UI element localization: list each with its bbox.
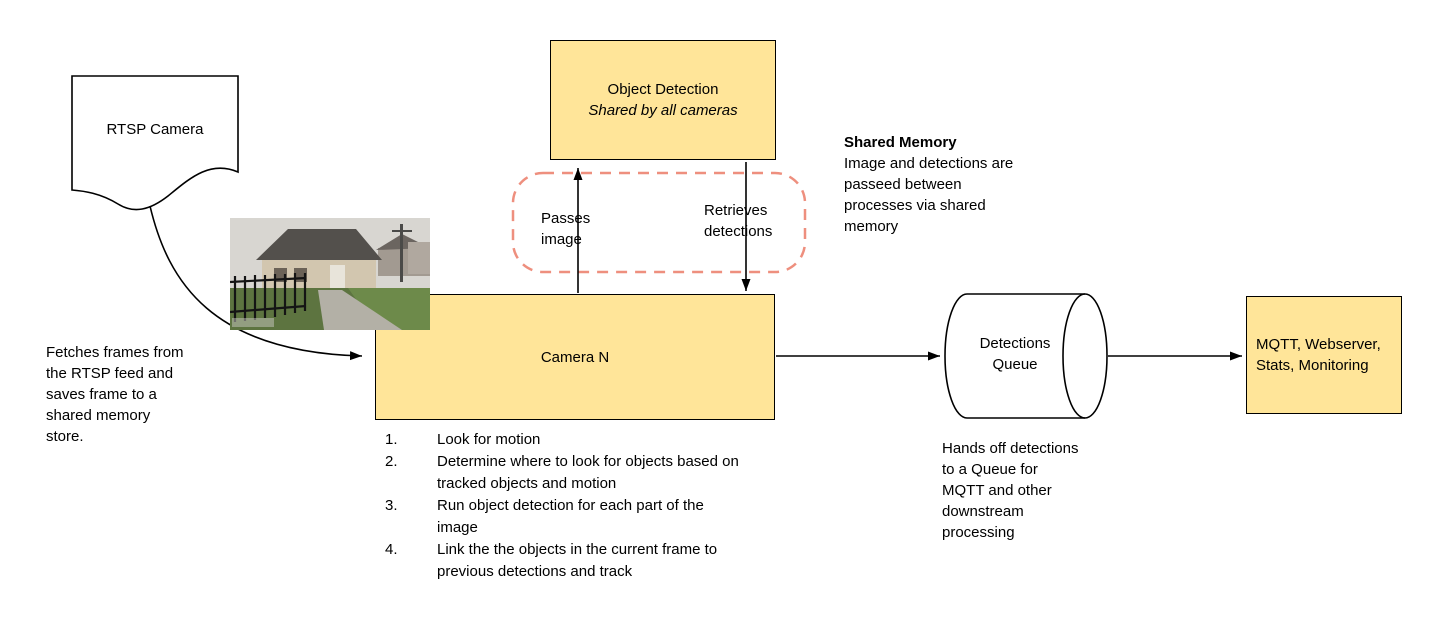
rtsp-to-camera-arrow bbox=[149, 205, 363, 361]
step-text: Determine where to look for objects base… bbox=[437, 453, 739, 492]
retrieves-detections-label: Retrieves detections bbox=[704, 202, 773, 240]
camera-n-box: Camera N bbox=[375, 294, 775, 420]
list-item: 2. Determine where to look for objects b… bbox=[385, 451, 742, 495]
step-number: 3. bbox=[385, 497, 398, 514]
step-text: Look for motion bbox=[437, 431, 541, 448]
shared-memory-note: Shared Memory Image and detections are p… bbox=[844, 132, 1022, 237]
object-detection-subtitle: Shared by all cameras bbox=[588, 102, 738, 119]
step-text: Link the the objects in the current fram… bbox=[437, 541, 718, 580]
camera-n-label: Camera N bbox=[540, 348, 610, 366]
fetch-note: Fetches frames from the RTSP feed and sa… bbox=[46, 344, 184, 445]
detections-queue-face-edge bbox=[1062, 293, 1086, 419]
detections-queue-label: Detections Queue bbox=[979, 335, 1051, 373]
queue-note: Hands off detections to a Queue for MQTT… bbox=[942, 440, 1079, 541]
object-detection-box: Object Detection Shared by all cameras bbox=[550, 40, 776, 160]
shared-memory-title: Shared Memory bbox=[844, 134, 957, 151]
rtsp-camera-shape bbox=[71, 75, 239, 211]
passes-image-label: Passes image bbox=[541, 210, 591, 248]
list-item: 1. Look for motion bbox=[385, 429, 742, 451]
list-item: 3. Run object detection for each part of… bbox=[385, 495, 742, 539]
camera-snapshot-image bbox=[230, 218, 430, 330]
step-number: 4. bbox=[385, 541, 398, 558]
step-number: 1. bbox=[385, 431, 398, 448]
mqtt-box: MQTT, Webserver, Stats, Monitoring bbox=[1246, 296, 1402, 414]
mqtt-label: MQTT, Webserver, Stats, Monitoring bbox=[1256, 336, 1381, 374]
step-number: 2. bbox=[385, 453, 398, 470]
step-text: Run object detection for each part of th… bbox=[437, 497, 704, 536]
camera-snapshot bbox=[230, 218, 430, 330]
shared-memory-dashed-box bbox=[511, 171, 807, 274]
list-item: 4. Link the the objects in the current f… bbox=[385, 539, 742, 583]
rtsp-camera-label: RTSP Camera bbox=[106, 121, 204, 138]
shared-memory-body: Image and detections are passeed between… bbox=[844, 155, 1014, 235]
camera-steps: 1. Look for motion 2. Determine where to… bbox=[385, 429, 742, 583]
object-detection-title: Object Detection bbox=[607, 81, 719, 98]
